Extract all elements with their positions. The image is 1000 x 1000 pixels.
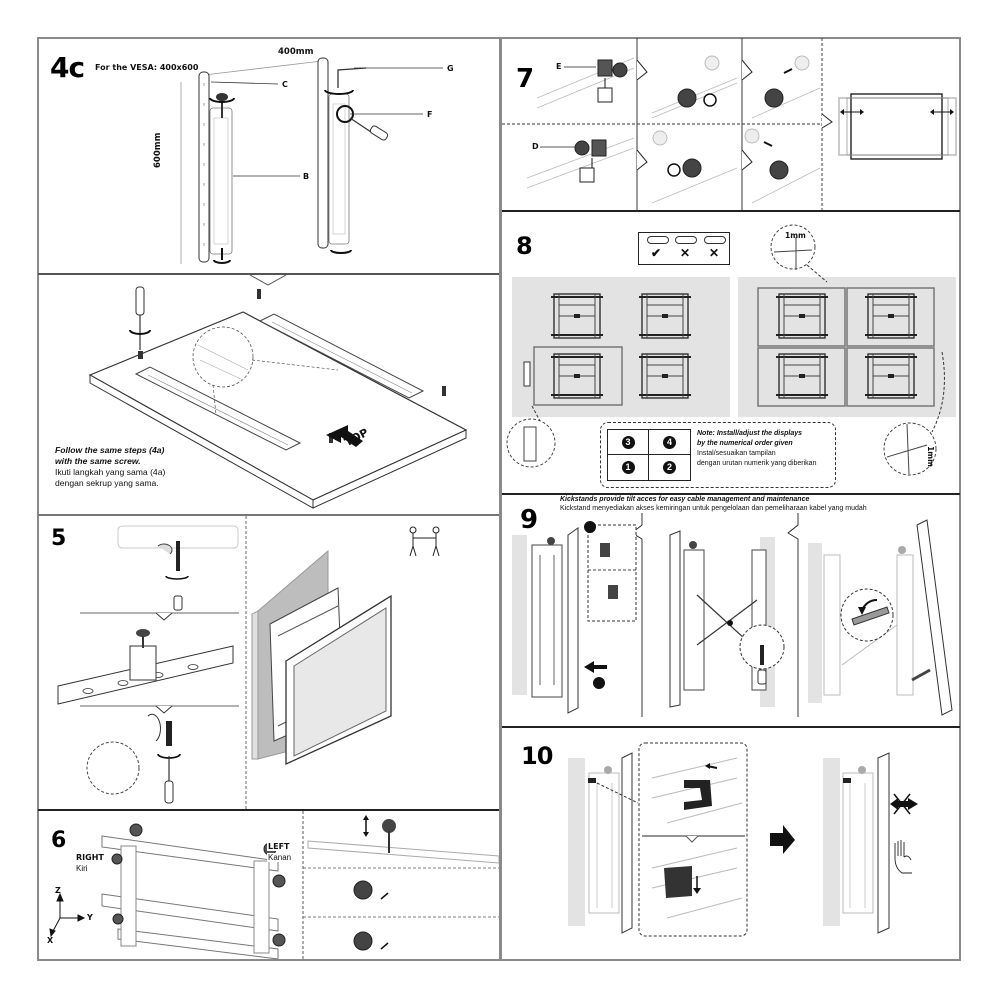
callout-b: B <box>303 172 310 181</box>
right-label-id: Kiri <box>76 864 88 873</box>
note-en-line2: by the numerical order given <box>697 440 793 447</box>
note-id-line1: Instal/sesuaikan tampilan <box>697 450 776 457</box>
kickstand-illustration <box>512 513 953 717</box>
knob-adjust-illustration <box>502 38 957 210</box>
axis-x-label: X <box>47 936 54 945</box>
order-grid: 3 4 1 2 <box>607 429 691 481</box>
step-number: 9 <box>520 505 538 535</box>
right-label: RIGHT <box>76 853 104 862</box>
slot-alignment-legend: ✔ ✕ ✕ <box>638 232 730 265</box>
separator-7-8 <box>502 210 960 212</box>
step-6-panel: 6 RIGHT Kiri LEFT Kanan Z Y X <box>38 811 499 961</box>
axis-y-label: Y <box>87 913 93 922</box>
callout-g: G <box>447 64 454 73</box>
step-number: 8 <box>516 232 533 260</box>
step-number: 10 <box>521 742 553 770</box>
order-badge-3: 3 <box>621 435 635 449</box>
separator-4-5 <box>38 514 499 516</box>
lock-release-illustration <box>568 742 918 937</box>
step-title: For the VESA: 400x600 <box>95 63 199 72</box>
separator-8-9 <box>502 493 960 495</box>
vesa-brackets-illustration <box>180 57 443 264</box>
install-order-note: 3 4 1 2 Note: Install/adjust the display… <box>600 422 836 488</box>
step-number: 6 <box>51 828 66 853</box>
gap-side-label: 1mm <box>925 446 935 467</box>
order-badge-4: 4 <box>663 435 676 449</box>
note-id-line1: Ikuti langkah yang sama (4a) <box>55 467 166 477</box>
two-person-lift-icon <box>409 526 440 557</box>
note-id-line2: dengan sekrup yang sama. <box>55 478 159 488</box>
step-5-panel: 5 <box>38 516 499 809</box>
order-badge-2: 2 <box>663 461 676 474</box>
step-9-panel: Kickstands provide tilt acces for easy c… <box>502 495 960 726</box>
axis-z-label: Z <box>55 886 61 895</box>
no-pull-icon <box>890 793 918 815</box>
step-10-panel: 10 <box>502 728 960 960</box>
separator-4c-4 <box>38 273 499 275</box>
step-number: 4c <box>50 51 85 84</box>
gap-top-label: 1mm <box>785 231 806 240</box>
callout-c: C <box>282 80 288 89</box>
column-divider <box>499 37 502 961</box>
video-wall-illustration <box>506 224 945 476</box>
left-label: LEFT <box>267 842 291 851</box>
note-id-line2: dengan urutan numerik yang diberikan <box>697 460 817 467</box>
step-number: 5 <box>51 526 66 551</box>
cross-icon: ✕ <box>709 246 720 260</box>
separator-9-10 <box>502 726 960 728</box>
left-label-id: Kanan <box>267 853 293 862</box>
tv-back-mounting-illustration <box>88 275 468 509</box>
order-badge-1: 1 <box>621 461 635 474</box>
hand-icon <box>894 840 912 874</box>
callout-e: E <box>556 62 562 71</box>
step-4-panel: TOP Follow the same steps (4a) with the … <box>38 275 499 513</box>
step-7-panel: 7 <box>502 38 960 210</box>
note-en-line2: with the same screw. <box>55 456 141 466</box>
check-icon: ✔ <box>651 246 662 260</box>
step-4c-panel: 4c For the VESA: 400x600 400mm <box>38 38 499 273</box>
step-number: 7 <box>516 64 534 94</box>
step-9-header-id: Kickstand menyediakan akses kemiringan u… <box>560 505 867 512</box>
separator-5-6 <box>38 809 499 811</box>
step-8-panel: 8 ✔ ✕ ✕ <box>502 212 960 493</box>
callout-f: F <box>427 110 433 119</box>
wall-hanging-illustration <box>57 516 440 809</box>
dimension-height-label: 600mm <box>153 132 163 168</box>
bracket-adjust-illustration <box>49 811 499 961</box>
cross-icon: ✕ <box>680 246 691 260</box>
note-en-line1: Note: Install/adjust the displays <box>697 430 803 437</box>
step-9-header-en: Kickstands provide tilt acces for easy c… <box>560 496 810 503</box>
xyz-axis-icon <box>49 892 86 938</box>
note-en-line1: Follow the same steps (4a) <box>55 445 165 455</box>
dimension-width-label: 400mm <box>278 47 314 57</box>
callout-d: D <box>532 142 539 151</box>
note-4: Follow the same steps (4a) with the same… <box>55 445 165 489</box>
